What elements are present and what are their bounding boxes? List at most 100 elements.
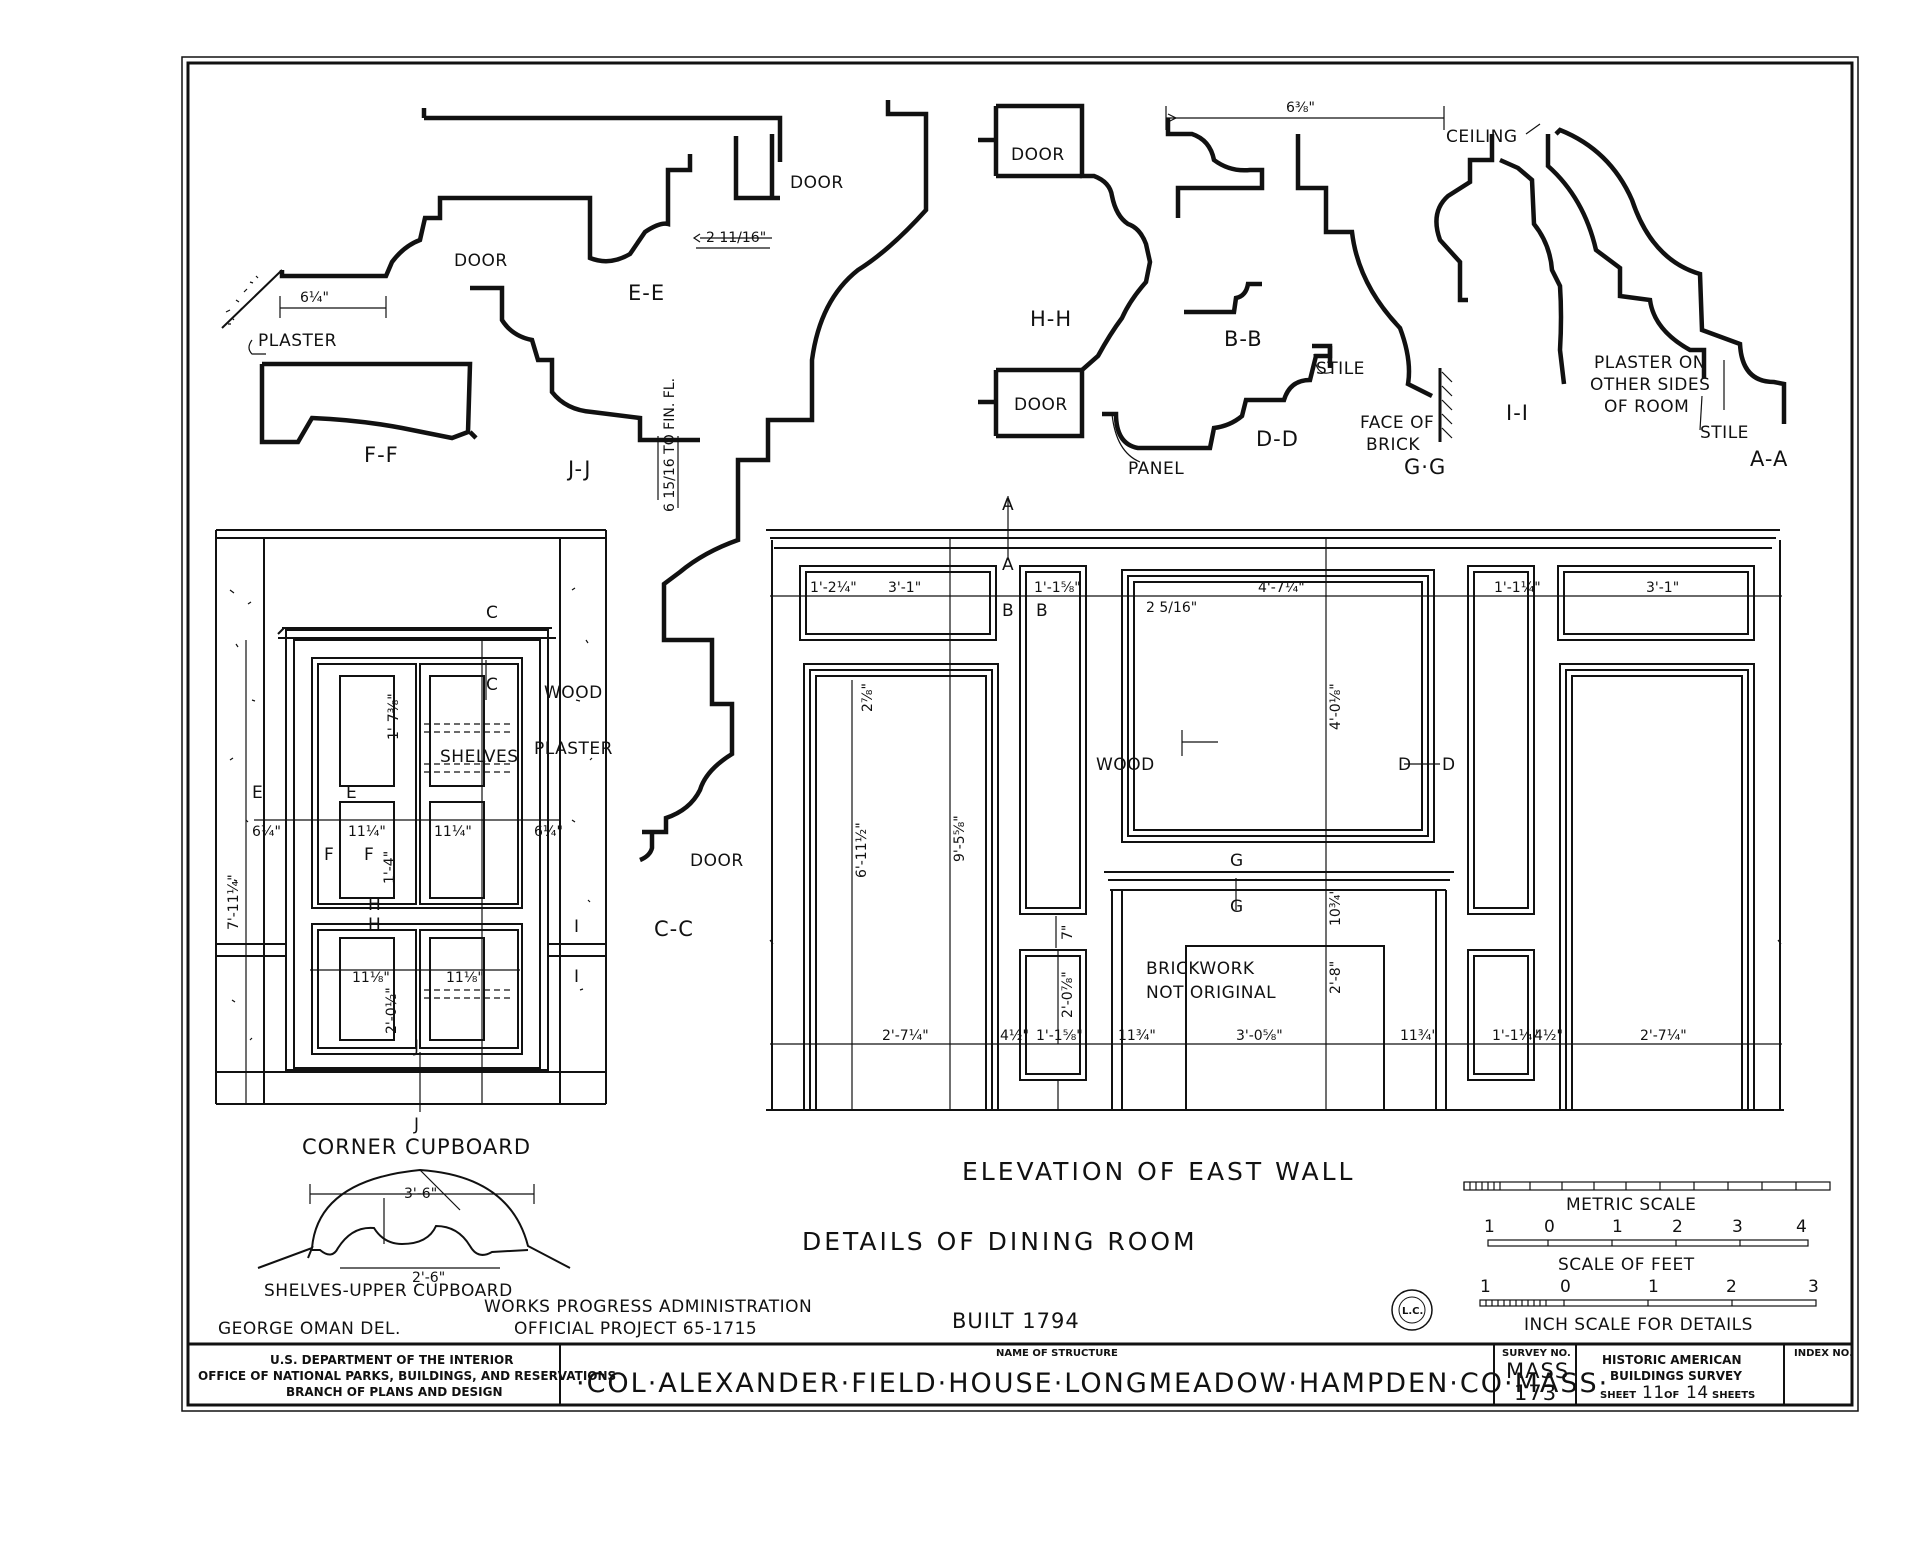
caption-elevation: ELEVATION OF EAST WALL <box>962 1157 1355 1186</box>
section-aa: A-A <box>1750 447 1788 471</box>
tb-sheet-of: OF <box>1664 1390 1679 1401</box>
label-stile2: STILE <box>1700 423 1749 443</box>
label-plaster: PLASTER <box>258 331 337 351</box>
sh-3-6: 3'-6" <box>404 1186 437 1202</box>
tb-structure-header: NAME OF STRUCTURE <box>996 1348 1118 1359</box>
ew-1-1-1-4: 1'-1¼" <box>1494 580 1541 596</box>
corner-cupboard-elevation <box>215 529 607 1112</box>
tb-habs-2: BUILDINGS SURVEY <box>1610 1369 1742 1383</box>
dim-6-1-4 <box>279 296 387 318</box>
ew-9-5-8: 9'-5⅝" <box>952 815 968 862</box>
cc-11-1-8-a: 11⅛" <box>352 970 390 986</box>
inch-scale-title: INCH SCALE FOR DETAILS <box>1524 1315 1753 1335</box>
sh-2-6: 2'-6" <box>412 1270 445 1286</box>
metric-tick-3: 2 <box>1672 1217 1683 1237</box>
tb-habs-1: HISTORIC AMERICAN <box>1602 1353 1742 1367</box>
letter-e: E <box>252 783 263 803</box>
profile-cc <box>639 832 655 863</box>
letter-a: A <box>1002 495 1014 515</box>
ew-2-7-1-4-b: 2'-7¼" <box>1640 1028 1687 1044</box>
cc-11-1-4-a: 11¼" <box>348 824 386 840</box>
letter-d2: D <box>1442 755 1456 775</box>
tb-survey-1: MASS <box>1506 1359 1569 1383</box>
east-wall-elevation <box>766 496 1784 1111</box>
label-brickwork-1: BRICKWORK <box>1146 959 1255 979</box>
profile-labels: DOOR DOOR DOOR DOOR DOOR PLASTER E-E F-F… <box>258 100 1788 941</box>
label-panel: PANEL <box>1128 459 1184 479</box>
caption-delineator: GEORGE OMAN DEL. <box>218 1319 401 1339</box>
ew-1-1-5-8: 1'-1⅝" <box>1034 580 1081 596</box>
feet-tick-3: 2 <box>1726 1277 1737 1297</box>
ew-11-3-4-b: 11¾" <box>1400 1028 1438 1044</box>
ew-4-0-1-8: 4'-0⅛" <box>1328 683 1344 730</box>
ew-4-7-1-4: 4'-7¼" <box>1258 580 1305 596</box>
feet-tick-4: 3 <box>1808 1277 1819 1297</box>
section-dd: D-D <box>1256 427 1299 451</box>
profile-ff <box>259 361 473 445</box>
metric-tick-0: 1 <box>1484 1217 1495 1237</box>
letter-g2: G <box>1230 897 1244 917</box>
label-stile1: STILE <box>1316 359 1365 379</box>
section-ee: E-E <box>628 281 665 305</box>
ew-11-3-4-a: 11¾" <box>1118 1028 1156 1044</box>
tb-survey-header: SURVEY NO. <box>1502 1348 1571 1359</box>
label-door4: DOOR <box>1014 395 1068 415</box>
caption-shelves-upper: SHELVES-UPPER CUPBOARD <box>264 1281 513 1301</box>
label-plaster-other-2: OTHER SIDES <box>1590 375 1710 395</box>
section-ii: I-I <box>1506 401 1529 425</box>
cc-6-1-4-b: 6¼" <box>534 824 563 840</box>
letter-i2: I <box>574 967 580 987</box>
ew-1-1-5-8-b: 1'-1⅝" <box>1036 1028 1083 1044</box>
ew-2-7-1-4-a: 2'-7¼" <box>882 1028 929 1044</box>
ew-3-0-5-8: 3'-0⅝" <box>1236 1028 1283 1044</box>
cc-1-4: 1'-4" <box>382 851 398 884</box>
ew-1-2-1-4: 1'-2¼" <box>810 580 857 596</box>
letter-b: B <box>1002 601 1014 621</box>
tb-sheet-no: 11 <box>1642 1383 1665 1403</box>
label-wood1: WOOD <box>544 683 603 703</box>
ew-3-1-a: 3'-1" <box>888 580 921 596</box>
profile-ee <box>279 154 693 279</box>
profile-bb <box>1184 281 1262 315</box>
metric-tick-4: 3 <box>1732 1217 1743 1237</box>
feet-tick-1: 0 <box>1560 1277 1571 1297</box>
cc-11-1-4-b: 11¼" <box>434 824 472 840</box>
outer-border <box>181 56 1859 1412</box>
letter-e2: E <box>346 783 357 803</box>
tb-sheet-prefix: SHEET <box>1600 1390 1636 1401</box>
tb-sheet-total: 14 <box>1686 1383 1709 1403</box>
letter-j2: J <box>413 1115 420 1135</box>
letter-h: H <box>368 895 381 915</box>
section-cc: C-C <box>654 917 694 941</box>
metric-tick-5: 4 <box>1796 1217 1807 1237</box>
cc-2-0-1-2: 2'-0½" <box>384 987 400 1034</box>
moulding-profiles <box>221 100 1787 863</box>
feet-tick-2: 1 <box>1648 1277 1659 1297</box>
east-wall-labels: 3'-1" 1'-2¼" 1'-1⅝" 4'-7¼" 1'-1¼" 3'-1" … <box>810 495 1687 1044</box>
feet-scale-title: SCALE OF FEET <box>1558 1255 1695 1275</box>
label-door5: DOOR <box>690 851 744 871</box>
letter-f: F <box>324 845 334 865</box>
label-plaster-other-3: OF ROOM <box>1604 397 1689 417</box>
cc-6-1-4-a: 6¼" <box>252 824 281 840</box>
letter-f2: F <box>364 845 374 865</box>
tb-sheet-suffix: SHEETS <box>1712 1390 1755 1401</box>
profile-hh <box>996 103 1153 439</box>
ew-3-1-b: 3'-1" <box>1646 580 1679 596</box>
feet-tick-0: 1 <box>1480 1277 1491 1297</box>
sheet-captions: ELEVATION OF EAST WALL DETAILS OF DINING… <box>218 1157 1433 1339</box>
profile-jj <box>642 100 929 835</box>
label-door2: DOOR <box>790 173 844 193</box>
tb-dept-2: OFFICE OF NATIONAL PARKS, BUILDINGS, AND… <box>198 1369 616 1383</box>
ew-2-8: 2'-8" <box>1328 961 1344 994</box>
ew-2-5-16: 2 5/16" <box>1146 600 1197 616</box>
dim-6-3-8-text: 6⅜" <box>1286 100 1315 116</box>
letter-a2: A <box>1002 555 1014 575</box>
stamp-text: L.C. <box>1402 1306 1423 1317</box>
ew-10-3-4: 10¾" <box>1328 888 1344 926</box>
caption-details: DETAILS OF DINING ROOM <box>802 1227 1198 1256</box>
scale-bars: METRIC SCALE 1 0 1 2 3 4 SCALE OF FEET 1… <box>1463 1181 1831 1335</box>
cc-7-11-1-4: 7'-11¼" <box>226 874 242 930</box>
tb-index-header: INDEX NO. <box>1794 1348 1853 1359</box>
section-bb: B-B <box>1224 327 1263 351</box>
